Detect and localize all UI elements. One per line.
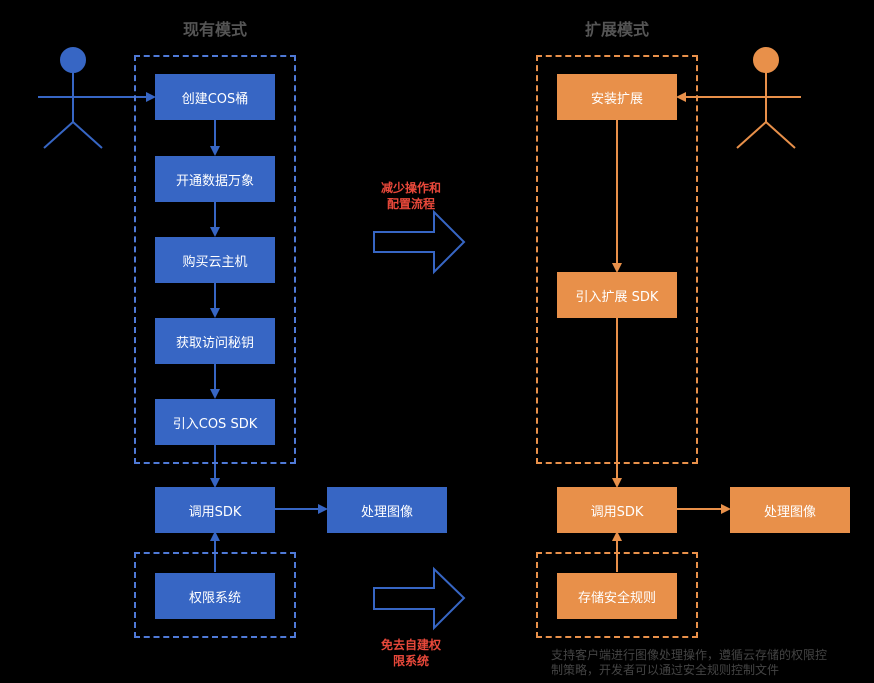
left-call-sdk: 调用SDK bbox=[155, 487, 275, 533]
note-avoid-text: 免去自建权限系统 bbox=[380, 638, 441, 668]
right-setup-group bbox=[536, 55, 698, 464]
extension-description: 支持客户端进行图像处理操作，遵循云存储的权限控制策略，开发者可以通过安全规则控制… bbox=[551, 648, 828, 677]
note-reduce: 减少操作和配置流程 bbox=[366, 180, 456, 212]
step-enable-ci: 开通数据万象 bbox=[155, 156, 275, 202]
left-title: 现有模式 bbox=[182, 20, 247, 39]
right-storage-security-rules: 存储安全规则 bbox=[557, 573, 677, 619]
step-install-extension: 安装扩展 bbox=[557, 74, 677, 120]
right-process-image: 处理图像 bbox=[730, 487, 850, 533]
user-icon-left bbox=[43, 47, 103, 149]
step-buy-cvm: 购买云主机 bbox=[155, 237, 275, 283]
note-avoid: 免去自建权限系统 bbox=[366, 637, 456, 669]
right-security-group bbox=[536, 552, 698, 638]
step-get-secret-key: 获取访问秘钥 bbox=[155, 318, 275, 364]
step-import-extension-sdk: 引入扩展 SDK bbox=[557, 272, 677, 318]
left-setup-group bbox=[134, 55, 296, 464]
big-arrow-reduce-icon bbox=[373, 209, 466, 275]
step-create-cos-bucket: 创建COS桶 bbox=[155, 74, 275, 120]
right-title: 扩展模式 bbox=[584, 20, 649, 39]
right-call-sdk: 调用SDK bbox=[557, 487, 677, 533]
left-process-image: 处理图像 bbox=[327, 487, 447, 533]
big-arrow-avoid-icon bbox=[373, 566, 466, 631]
step-import-cos-sdk: 引入COS SDK bbox=[155, 399, 275, 445]
note-reduce-text: 减少操作和配置流程 bbox=[380, 181, 441, 211]
left-permission-system: 权限系统 bbox=[155, 573, 275, 619]
left-permission-group bbox=[134, 552, 296, 638]
